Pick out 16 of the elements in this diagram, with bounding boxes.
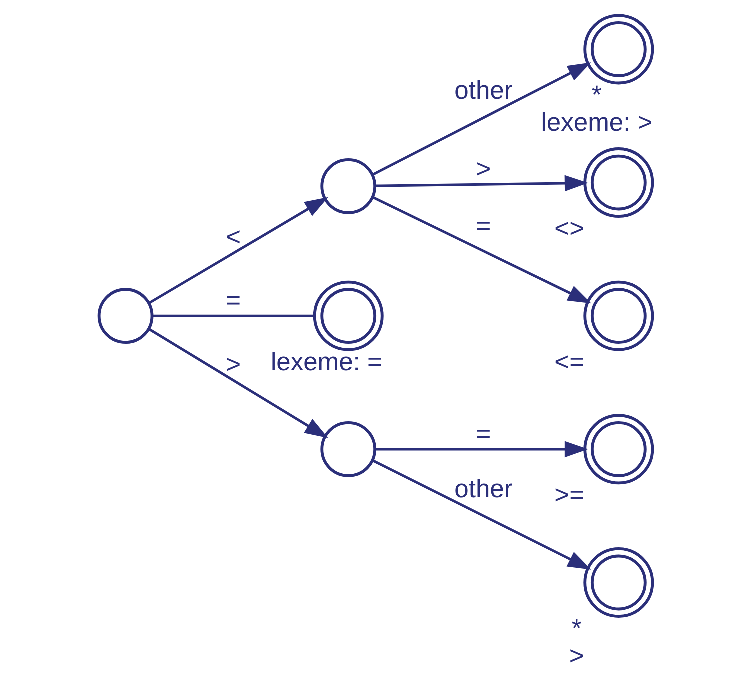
edge-label: =: [226, 287, 242, 316]
node-label: lexeme: =: [270, 348, 382, 376]
edge-label: other: [454, 77, 513, 106]
edge-label: >: [226, 351, 242, 380]
edge-label: =: [476, 420, 492, 448]
node-label: lexeme: >: [541, 109, 653, 138]
edge-label: =: [476, 212, 492, 240]
node-label: *: [592, 82, 602, 110]
node-label: <=: [554, 348, 585, 376]
node-label: <>: [554, 215, 585, 244]
node-label: >: [569, 642, 584, 670]
node-label: *: [572, 614, 582, 643]
edge-label: >: [476, 156, 492, 184]
node-label: >=: [554, 482, 585, 510]
edge-label: other: [454, 475, 513, 504]
edge-label: <: [226, 223, 242, 252]
